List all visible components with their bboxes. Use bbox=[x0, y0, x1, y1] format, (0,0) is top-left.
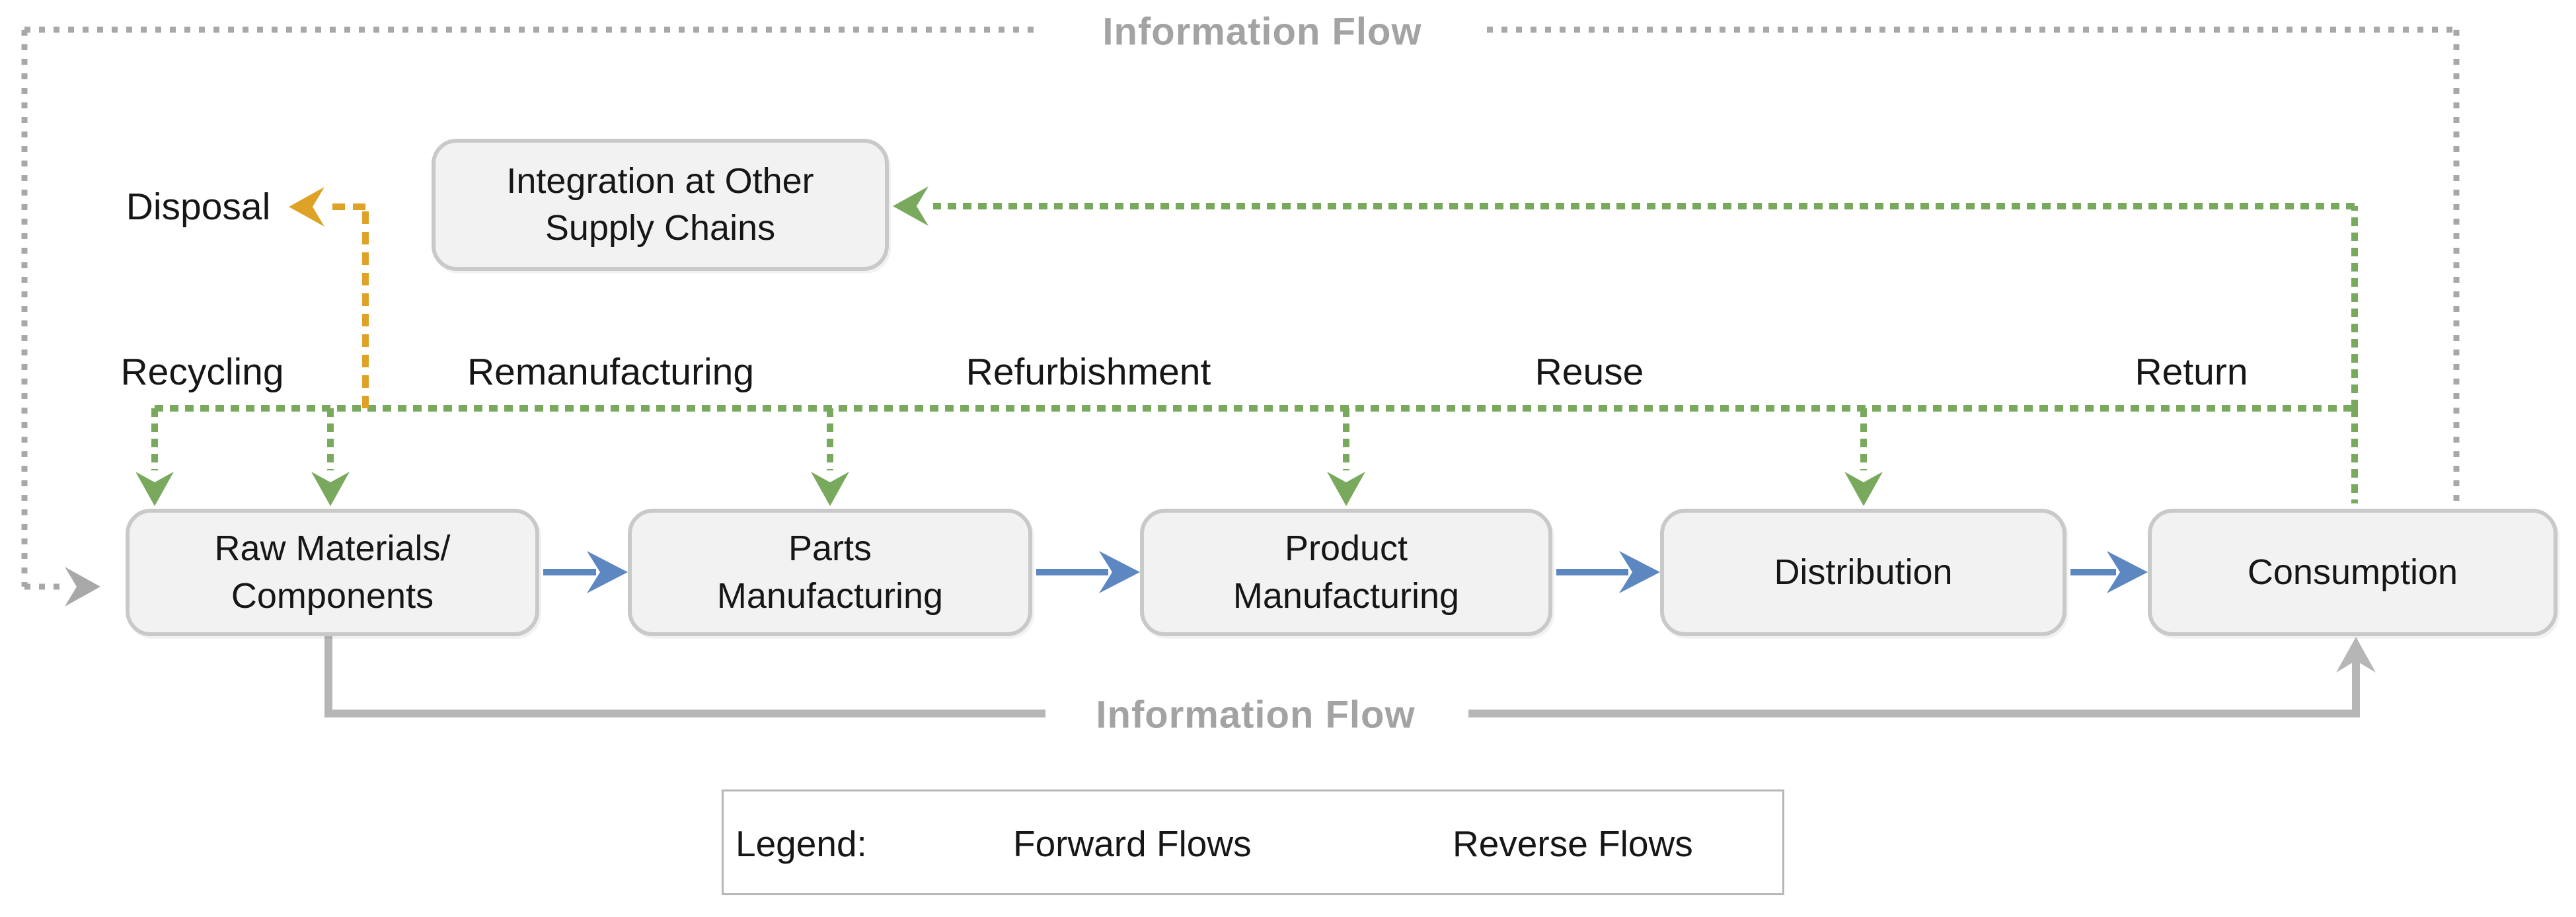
label-disposal: Disposal bbox=[126, 186, 271, 228]
information-flow-dotted-lines bbox=[21, 26, 2460, 606]
blue-arrowhead-right-icon bbox=[2107, 551, 2148, 593]
reverse-flow-orange-lines bbox=[289, 187, 369, 408]
label-return: Return bbox=[2135, 351, 2248, 393]
green-arrowhead-down-icon bbox=[311, 472, 350, 506]
green-arrowhead-down-icon bbox=[1844, 472, 1883, 506]
label-information-flow-top: Information Flow bbox=[1102, 10, 1422, 54]
blue-arrowhead-right-icon bbox=[1099, 551, 1140, 593]
forward-flow-blue-arrows bbox=[543, 551, 2148, 593]
legend-title: Legend: bbox=[736, 823, 867, 864]
node-parts-manufacturing: Parts Manufacturing bbox=[628, 509, 1032, 636]
node-raw-materials: Raw Materials/ Components bbox=[126, 509, 539, 636]
label-remanufacturing: Remanufacturing bbox=[467, 351, 755, 393]
node-product-manufacturing: Product Manufacturing bbox=[1140, 509, 1552, 636]
label-recycling: Recycling bbox=[120, 351, 284, 393]
node-distribution: Distribution bbox=[1660, 509, 2066, 636]
blue-arrowhead-right-icon bbox=[1619, 551, 1660, 593]
orange-arrowhead-left-icon bbox=[289, 187, 324, 227]
label-refurbishment: Refurbishment bbox=[966, 351, 1211, 393]
green-arrowhead-down-icon bbox=[1327, 472, 1365, 506]
legend-forward-label: Forward Flows bbox=[1013, 823, 1252, 864]
label-reuse: Reuse bbox=[1534, 351, 1644, 393]
node-consumption: Consumption bbox=[2148, 509, 2557, 636]
green-arrowhead-down-icon bbox=[811, 472, 849, 506]
label-information-flow-bottom: Information Flow bbox=[1096, 693, 1416, 737]
legend-box bbox=[722, 789, 1784, 895]
gray-arrowhead-right-icon bbox=[65, 567, 100, 606]
green-arrowhead-down-icon bbox=[135, 472, 174, 506]
information-flow-solid-lines bbox=[324, 636, 2376, 717]
gray-arrowhead-up-icon bbox=[2336, 637, 2376, 673]
green-arrowhead-left-icon bbox=[893, 186, 928, 226]
legend-reverse-label: Reverse Flows bbox=[1453, 823, 1693, 864]
reverse-flow-green-lines bbox=[135, 186, 2358, 506]
blue-arrowhead-right-icon bbox=[587, 551, 628, 593]
node-integration-other-supply-chains: Integration at Other Supply Chains bbox=[432, 139, 889, 271]
